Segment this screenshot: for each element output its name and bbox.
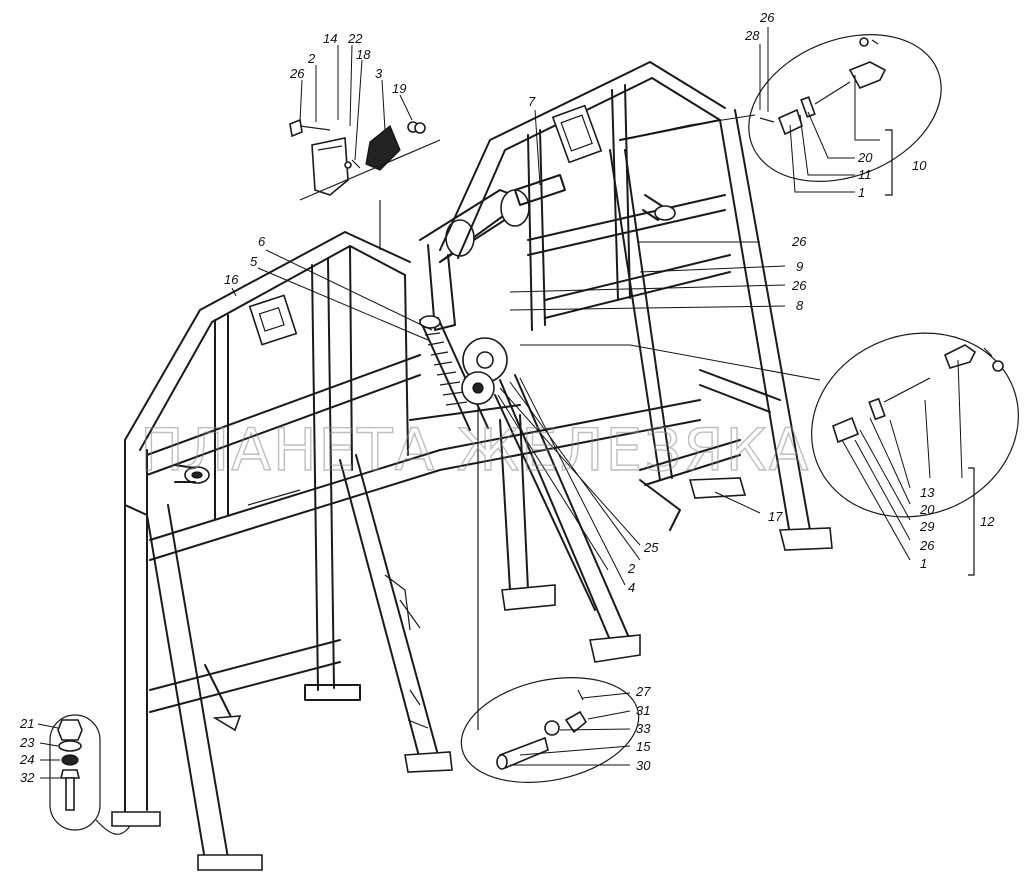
callout-1-right: 1 xyxy=(920,556,927,571)
callout-30: 30 xyxy=(636,758,651,773)
callout-8: 8 xyxy=(796,298,804,313)
callout-23: 23 xyxy=(19,735,35,750)
callout-22: 22 xyxy=(347,31,363,46)
callout-1: 1 xyxy=(858,185,865,200)
detail-circle-bottom xyxy=(460,677,640,783)
callout-7: 7 xyxy=(528,94,536,109)
callout-31: 31 xyxy=(636,703,650,718)
detail-circle-right xyxy=(520,332,1019,518)
callout-17: 17 xyxy=(768,509,783,524)
callout-3: 3 xyxy=(375,66,383,81)
callout-2: 2 xyxy=(307,51,316,66)
callout-10: 10 xyxy=(912,158,927,173)
callout-labels: 14 22 2 18 26 3 19 7 6 5 16 26 28 20 11 … xyxy=(19,10,995,785)
callout-26-top-right: 26 xyxy=(759,10,775,25)
callout-2-center: 2 xyxy=(627,561,636,576)
callout-18: 18 xyxy=(356,47,371,62)
watermark-text: ПЛАНЕТА ЖЕЛЕЗЯКА xyxy=(140,416,810,484)
callout-28: 28 xyxy=(744,28,760,43)
right-frame xyxy=(439,61,833,551)
callout-14: 14 xyxy=(323,31,337,46)
callout-29: 29 xyxy=(919,519,934,534)
callout-4: 4 xyxy=(628,580,635,595)
callout-26-right-upper: 26 xyxy=(791,234,807,249)
callout-20-right: 20 xyxy=(919,502,935,517)
callout-25: 25 xyxy=(643,540,659,555)
crane-arm-mechanism xyxy=(339,189,701,773)
callout-26-right-mid: 26 xyxy=(791,278,807,293)
leader-lines xyxy=(37,27,975,779)
callout-16: 16 xyxy=(224,272,239,287)
detail-circle-top-right xyxy=(619,34,942,182)
left-frame xyxy=(111,231,441,871)
callout-11: 11 xyxy=(858,167,872,182)
callout-26: 26 xyxy=(289,66,305,81)
callout-6: 6 xyxy=(258,234,266,249)
callout-24: 24 xyxy=(19,752,34,767)
callout-19: 19 xyxy=(392,81,406,96)
callout-26-right-lower: 26 xyxy=(919,538,935,553)
callout-21: 21 xyxy=(19,716,34,731)
callout-27: 27 xyxy=(635,684,651,699)
callout-20: 20 xyxy=(857,150,873,165)
callout-33: 33 xyxy=(636,721,651,736)
callout-13: 13 xyxy=(920,485,935,500)
callout-9: 9 xyxy=(796,259,803,274)
callout-5: 5 xyxy=(250,254,258,269)
callout-15: 15 xyxy=(636,739,651,754)
detail-bolt-stack xyxy=(49,714,131,835)
top-small-parts xyxy=(289,118,441,250)
callout-32: 32 xyxy=(20,770,35,785)
callout-12: 12 xyxy=(980,514,995,529)
